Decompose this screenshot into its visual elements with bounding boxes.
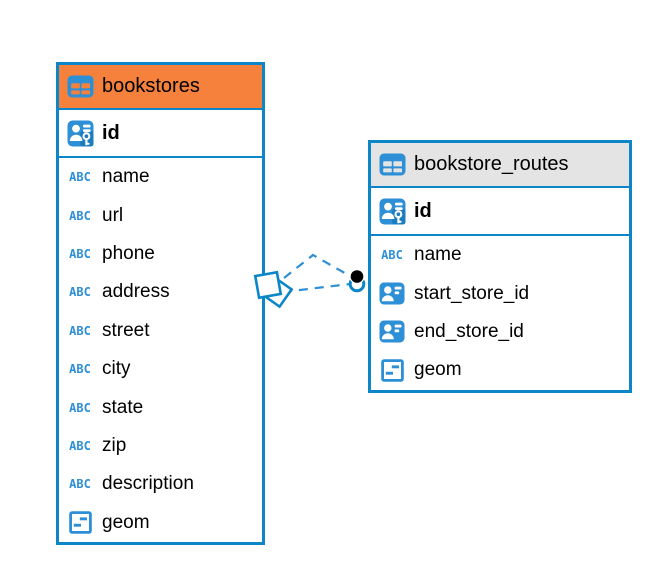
table-bookstore-routes-header[interactable]: bookstore_routes xyxy=(371,143,629,188)
relation-line-upper[interactable] xyxy=(283,253,351,279)
column-label: id xyxy=(414,199,432,222)
column-row-start-store-id[interactable]: start_store_id xyxy=(371,274,629,312)
relation-one-end-marker xyxy=(348,268,366,293)
relation-bookstores-to-bookstore-routes[interactable] xyxy=(253,253,366,309)
column-row-city[interactable]: ABC city xyxy=(59,350,262,388)
text-type-icon: ABC xyxy=(69,323,91,338)
text-type-icon: ABC xyxy=(69,285,91,300)
text-type-icon: ABC xyxy=(69,170,91,185)
geometry-type-icon xyxy=(66,511,94,534)
text-type-icon: ABC xyxy=(69,208,91,223)
text-type-icon: ABC xyxy=(69,246,91,261)
table-icon xyxy=(66,75,94,98)
column-label: description xyxy=(102,473,194,495)
table-icon xyxy=(378,153,406,176)
column-label: state xyxy=(102,396,144,418)
table-title: bookstores xyxy=(102,75,200,97)
column-row-name[interactable]: ABC name xyxy=(59,158,262,196)
relation-line-lower[interactable] xyxy=(282,282,351,294)
column-label: name xyxy=(414,244,462,266)
geometry-type-icon xyxy=(378,359,406,382)
text-type-icon: ABC xyxy=(69,400,91,415)
primary-key-icon xyxy=(66,120,94,147)
column-row-zip[interactable]: ABC zip xyxy=(59,427,262,465)
column-row-address[interactable]: ABC address xyxy=(59,273,262,311)
table-title: bookstore_routes xyxy=(414,153,569,175)
column-row-phone[interactable]: ABC phone xyxy=(59,235,262,273)
primary-key-icon xyxy=(378,198,406,225)
column-row-name[interactable]: ABC name xyxy=(371,236,629,274)
column-row-id[interactable]: id xyxy=(59,110,262,158)
text-type-icon: ABC xyxy=(381,248,403,263)
column-label: phone xyxy=(102,242,155,264)
column-label: street xyxy=(102,319,150,341)
column-label: zip xyxy=(102,434,127,456)
column-label: start_store_id xyxy=(414,282,530,304)
column-row-street[interactable]: ABC street xyxy=(59,312,262,350)
column-row-url[interactable]: ABC url xyxy=(59,196,262,234)
column-label: end_store_id xyxy=(414,320,524,342)
column-label: url xyxy=(102,204,124,226)
text-type-icon: ABC xyxy=(69,477,91,492)
reference-type-icon xyxy=(378,320,406,343)
column-label: address xyxy=(102,281,170,303)
text-type-icon: ABC xyxy=(69,438,91,453)
table-bookstore-routes[interactable]: bookstore_routes id ABC name start_store… xyxy=(368,140,632,393)
column-row-id[interactable]: id xyxy=(371,188,629,236)
column-label: id xyxy=(102,121,120,144)
column-row-geom[interactable]: geom xyxy=(371,351,629,389)
column-label: geom xyxy=(102,511,150,533)
text-type-icon: ABC xyxy=(69,362,91,377)
column-row-end-store-id[interactable]: end_store_id xyxy=(371,313,629,351)
column-row-description[interactable]: ABC description xyxy=(59,465,262,503)
column-label: geom xyxy=(414,359,462,381)
column-row-state[interactable]: ABC state xyxy=(59,388,262,426)
table-bookstores[interactable]: bookstores id ABC name ABC url ABC phone… xyxy=(56,62,265,545)
column-label: city xyxy=(102,358,131,380)
column-row-geom[interactable]: geom xyxy=(59,504,262,542)
reference-type-icon xyxy=(378,282,406,305)
column-label: name xyxy=(102,166,150,188)
table-bookstores-header[interactable]: bookstores xyxy=(59,65,262,110)
